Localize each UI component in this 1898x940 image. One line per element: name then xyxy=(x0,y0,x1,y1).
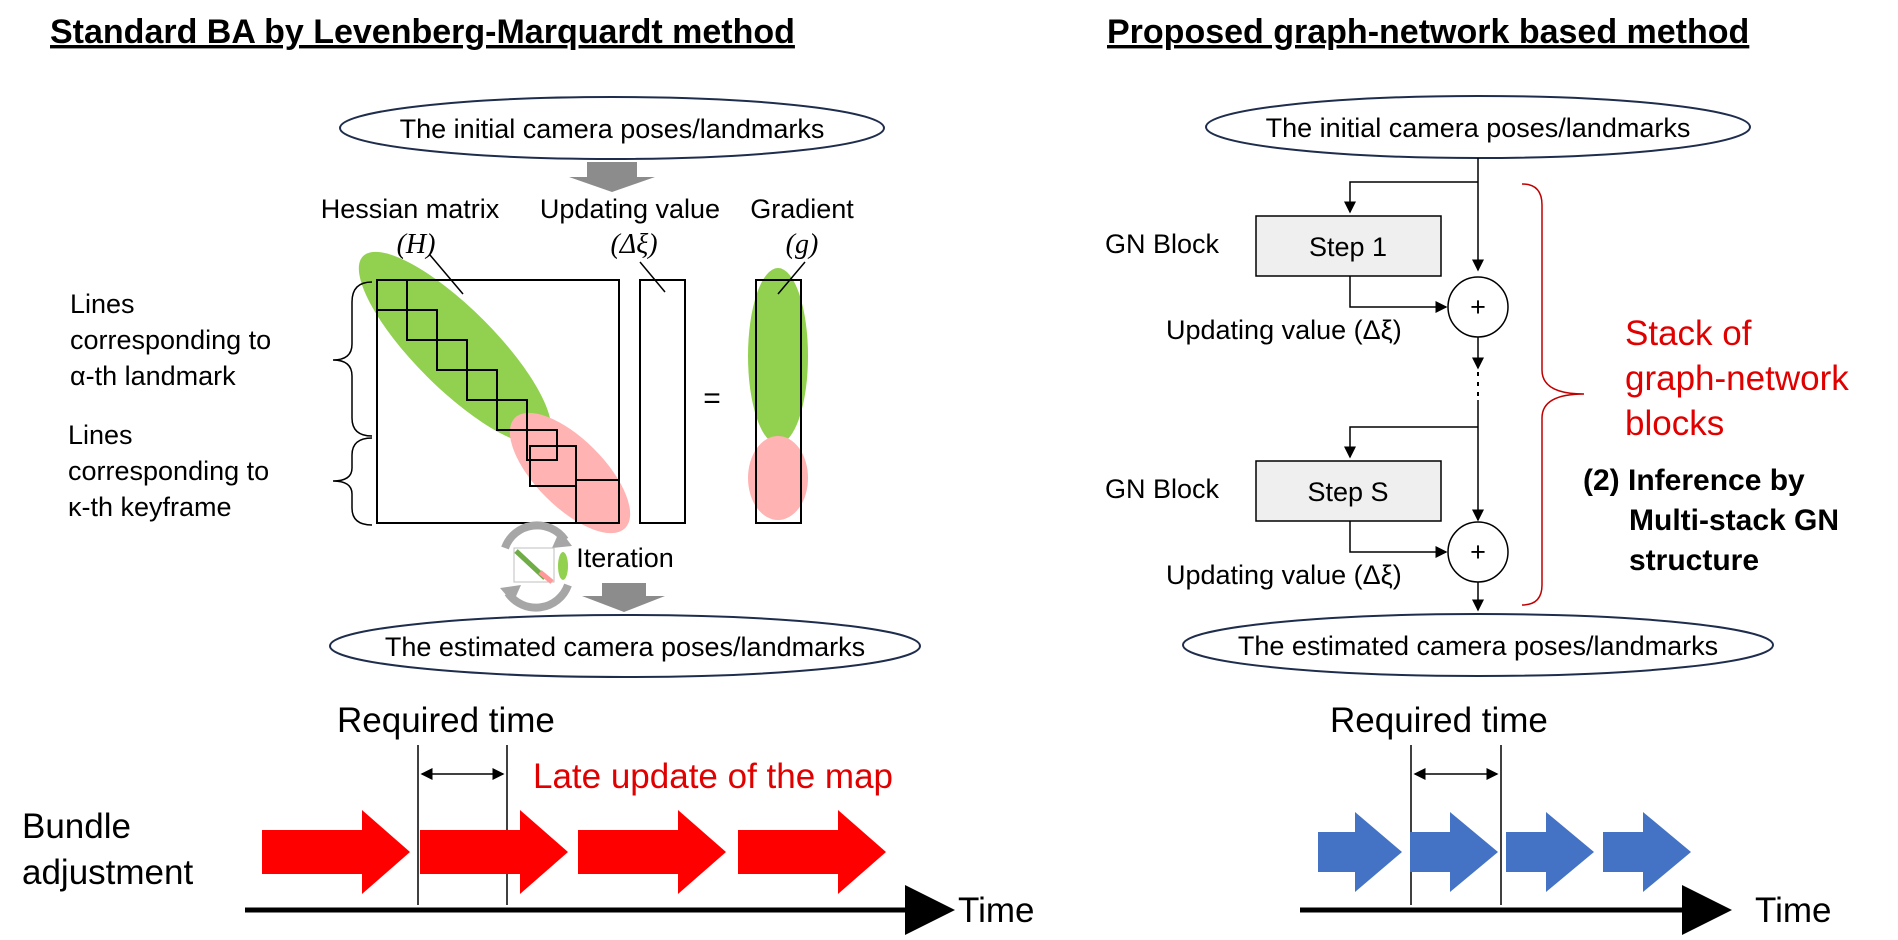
left-initial-ellipse xyxy=(339,96,885,160)
left-required-time: Required time xyxy=(337,701,555,740)
inference-line-2: Multi-stack GN xyxy=(1629,504,1839,537)
blue-arrow-2 xyxy=(1410,812,1498,892)
gradient-symbol: (g) xyxy=(786,229,819,260)
update-pointer-line xyxy=(639,261,666,293)
right-required-time: Required time xyxy=(1330,701,1548,740)
right-estimated-label: The estimated camera poses/landmarks xyxy=(1238,631,1718,661)
right-blue-arrows xyxy=(1318,812,1691,892)
inference-line-1: (2) Inference by xyxy=(1583,464,1805,497)
blue-arrow-3 xyxy=(1506,812,1594,892)
gradient-label: Gradient xyxy=(750,194,854,224)
plus-sign-2: + xyxy=(1470,537,1486,567)
landmark-line-1: Lines xyxy=(70,289,135,319)
blue-arrow-4 xyxy=(1603,812,1691,892)
hessian-diagonal-blocks xyxy=(376,279,620,524)
step1-label: Step 1 xyxy=(1309,232,1387,262)
stepS-label: Step S xyxy=(1307,477,1388,507)
updating-value-1: Updating value (Δξ) xyxy=(1166,315,1402,345)
step1-box xyxy=(1255,215,1442,277)
right-title: Proposed graph-network based method xyxy=(1107,13,1749,51)
step1-output-arrow xyxy=(1349,276,1448,313)
iteration-label: Iteration xyxy=(576,543,674,573)
hessian-label: Hessian matrix xyxy=(321,194,500,224)
stepS-output-arrow xyxy=(1349,521,1448,558)
landmark-line-3: α-th landmark xyxy=(70,361,236,391)
keyframe-line-3: κ-th keyframe xyxy=(68,492,232,522)
landmark-brace xyxy=(332,281,373,437)
left-time-label: Time xyxy=(958,891,1034,930)
gn-block-1-label: GN Block xyxy=(1105,229,1220,259)
right-estimated-ellipse xyxy=(1182,613,1774,677)
inference-line-3: structure xyxy=(1629,544,1759,577)
bundle-line-2: adjustment xyxy=(22,853,193,892)
left-red-arrows xyxy=(262,810,886,894)
gradient-green-block xyxy=(748,268,808,444)
hessian-symbol: (H) xyxy=(397,229,436,260)
hessian-matrix xyxy=(376,279,620,524)
red-arrow-3 xyxy=(578,810,726,894)
hessian-pointer-line xyxy=(429,254,464,295)
late-update-label: Late update of the map xyxy=(533,757,893,796)
blue-arrow-1 xyxy=(1318,812,1402,892)
gradient-pointer-line xyxy=(777,261,806,295)
keyframe-line-2: corresponding to xyxy=(68,456,269,486)
left-estimated-label: The estimated camera poses/landmarks xyxy=(385,632,865,662)
branch-to-stepS xyxy=(1344,426,1478,459)
right-initial-label: The initial camera poses/landmarks xyxy=(1266,113,1691,143)
red-arrow-2 xyxy=(420,810,568,894)
updating-value-2: Updating value (Δξ) xyxy=(1166,560,1402,590)
update-symbol: (Δξ) xyxy=(610,229,657,260)
red-arrow-4 xyxy=(738,810,886,894)
left-gray-arrow-bottom xyxy=(582,583,665,612)
keyframe-brace xyxy=(332,437,373,526)
gn-block-2-label: GN Block xyxy=(1105,474,1220,504)
hessian-pink-block xyxy=(509,412,631,534)
update-label: Updating value xyxy=(540,194,720,224)
bundle-line-1: Bundle xyxy=(22,807,131,846)
stack-bracket xyxy=(1521,183,1585,606)
red-arrow-1 xyxy=(262,810,410,894)
branch-to-step1 xyxy=(1344,181,1478,214)
left-title: Standard BA by Levenberg-Marquardt metho… xyxy=(50,13,795,51)
keyframe-line-1: Lines xyxy=(68,420,133,450)
right-time-label: Time xyxy=(1755,891,1831,930)
stack-line-3: blocks xyxy=(1625,404,1724,443)
stepS-box xyxy=(1255,460,1442,522)
update-vector xyxy=(639,279,686,524)
stack-line-1: Stack of xyxy=(1625,314,1752,353)
landmark-line-2: corresponding to xyxy=(70,325,271,355)
left-initial-label: The initial camera poses/landmarks xyxy=(400,114,825,144)
gradient-vector xyxy=(755,279,802,524)
left-estimated-ellipse xyxy=(329,614,921,678)
iteration-icon xyxy=(500,521,572,612)
equals-sign: = xyxy=(703,382,721,415)
left-gray-arrow-top xyxy=(569,162,655,192)
plus-sign-1: + xyxy=(1470,292,1486,322)
stack-line-2: graph-network xyxy=(1625,359,1849,398)
gradient-pink-block xyxy=(748,436,808,520)
